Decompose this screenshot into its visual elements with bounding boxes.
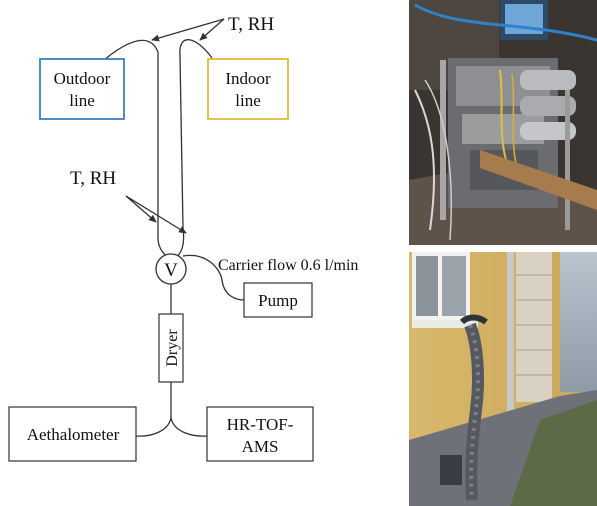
aethalometer-tube: [135, 417, 172, 437]
ams-box: HR-TOF- AMS: [206, 406, 314, 462]
outdoor-line-label-2: line: [69, 91, 95, 110]
ams-tube: [170, 417, 208, 437]
pump-box: Pump: [243, 282, 313, 318]
indoor-line-label-1: Indoor: [225, 69, 271, 88]
aethalometer-box: Aethalometer: [8, 406, 137, 462]
pump-label: Pump: [258, 291, 298, 310]
building-inlet-photo: [409, 252, 597, 506]
pump-tube: [182, 254, 245, 301]
outdoor-tube: [103, 39, 173, 260]
ams-label-2: AMS: [242, 437, 279, 456]
outdoor-line-label-1: Outdoor: [54, 69, 111, 88]
valve-label: V: [164, 260, 178, 281]
instrument-rack-photo: [409, 0, 597, 245]
carrier-flow-label: Carrier flow 0.6 l/min: [218, 257, 358, 274]
sensor-arrow-top-right: [199, 18, 225, 41]
valve: V: [155, 253, 187, 285]
dryer-label: Dryer: [164, 329, 181, 367]
indoor-line-box: Indoor line: [207, 58, 289, 120]
sensor-arrow-top-left: [151, 18, 225, 42]
sensor-label-bottom: T, RH: [70, 168, 116, 189]
indoor-line-label-2: line: [235, 91, 261, 110]
sensor-label-top: T, RH: [228, 14, 274, 35]
dryer-box: Dryer: [158, 313, 184, 383]
ams-label-1: HR-TOF-: [227, 415, 294, 434]
diagram: [103, 18, 245, 437]
outdoor-line-box: Outdoor line: [39, 58, 125, 120]
sensor-arrow-bottom-left: [125, 195, 157, 223]
sensor-arrow-bottom-right: [125, 195, 187, 234]
indoor-tube: [175, 39, 213, 259]
aethalometer-label: Aethalometer: [27, 425, 120, 444]
